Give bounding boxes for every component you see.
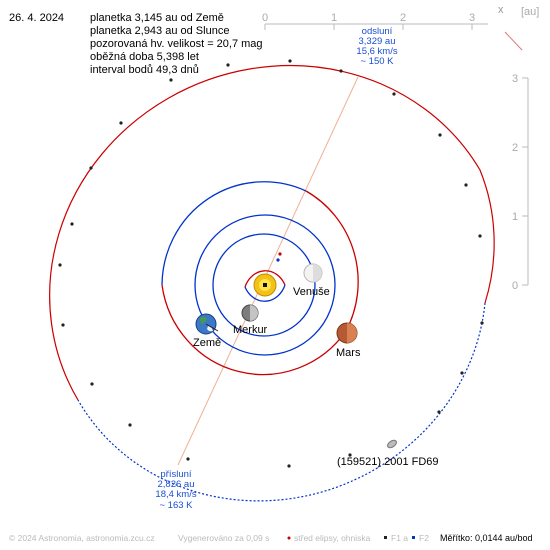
perihelion-temperature: ~ 163 K <box>159 500 193 511</box>
copyright-link[interactable]: © 2024 Astronomia, astronomia.zcu.cz <box>9 533 155 543</box>
venus-orbit <box>212 233 316 337</box>
legend-center-label: střed elipsy, ohniska <box>294 533 371 543</box>
legend-center-dot <box>287 536 291 540</box>
info-sun-distance: planetka 2,943 au od Slunce <box>90 25 229 37</box>
venus-icon <box>303 263 323 283</box>
aphelion-title: odsluní <box>362 26 393 37</box>
earth-icon <box>195 313 219 335</box>
scale-axes <box>264 23 529 286</box>
mercury-orbit <box>244 270 286 302</box>
scale-right-2: 2 <box>512 142 518 154</box>
mars-icon <box>336 322 358 344</box>
ellipse-center-marker <box>278 252 282 256</box>
scale-right-3: 3 <box>512 73 518 85</box>
scale-top-1: 1 <box>331 12 337 24</box>
units-label: [au] <box>521 6 539 18</box>
asteroid-orbit-upper <box>49 64 495 401</box>
legend-f2-marker <box>412 536 415 539</box>
info-period: oběžná doba 5,398 let <box>90 51 199 63</box>
aphelion-distance: 3,329 au <box>359 36 396 47</box>
info-earth-distance: planetka 3,145 au od Země <box>90 12 224 24</box>
legend-f1-label: F1 a <box>391 533 408 543</box>
close-icon[interactable]: x <box>498 4 504 16</box>
info-interval: interval bodů 49,3 dnů <box>90 64 199 76</box>
mercury-icon <box>241 304 259 322</box>
scale-right-0: 0 <box>512 280 518 292</box>
mars-orbit <box>161 181 359 376</box>
perihelion-distance: 2,826 au <box>158 479 195 490</box>
sun-icon <box>253 273 277 297</box>
date-label: 26. 4. 2024 <box>9 12 64 24</box>
footer: © 2024 Astronomia, astronomia.zcu.cz Vyg… <box>9 533 533 543</box>
aphelion-labels: odsluní 3,329 au 15,6 km/s ~ 150 K <box>356 26 397 67</box>
asteroid-icon <box>387 439 397 449</box>
mars-label: Mars <box>336 347 361 359</box>
scale-right-1: 1 <box>512 211 518 223</box>
aphelion-temperature: ~ 150 K <box>360 56 394 67</box>
scale-top-3: 3 <box>469 12 475 24</box>
info-block: planetka 3,145 au od Země planetka 2,943… <box>90 12 263 76</box>
generated-time: Vygenerováno za 0,09 s <box>178 533 269 543</box>
scale-label: Měřítko: 0,0144 au/bod <box>440 533 533 543</box>
mercury-label: Merkur <box>233 324 268 336</box>
perihelion-labels: přísluní 2,826 au 18,4 km/s ~ 163 K <box>155 469 196 511</box>
focus-f2-marker <box>276 258 280 262</box>
corner-mark <box>504 31 523 51</box>
perihelion-speed: 18,4 km/s <box>155 489 196 500</box>
asteroid-orbit-lower <box>77 302 486 502</box>
aphelion-speed: 15,6 km/s <box>356 46 397 57</box>
legend-f1-marker <box>384 536 387 539</box>
info-magnitude: pozorovaná hv. velikost = 20,7 mag <box>90 38 263 50</box>
scale-top-0: 0 <box>262 12 268 24</box>
asteroid-label: (159521) 2001 FD69 <box>337 456 439 468</box>
earth-label: Země <box>193 337 221 349</box>
venus-label: Venuše <box>293 286 330 298</box>
scale-top-2: 2 <box>400 12 406 24</box>
perihelion-title: přísluní <box>160 469 192 480</box>
legend-f2-label: F2 <box>419 533 429 543</box>
orbit-point-markers <box>58 59 484 468</box>
